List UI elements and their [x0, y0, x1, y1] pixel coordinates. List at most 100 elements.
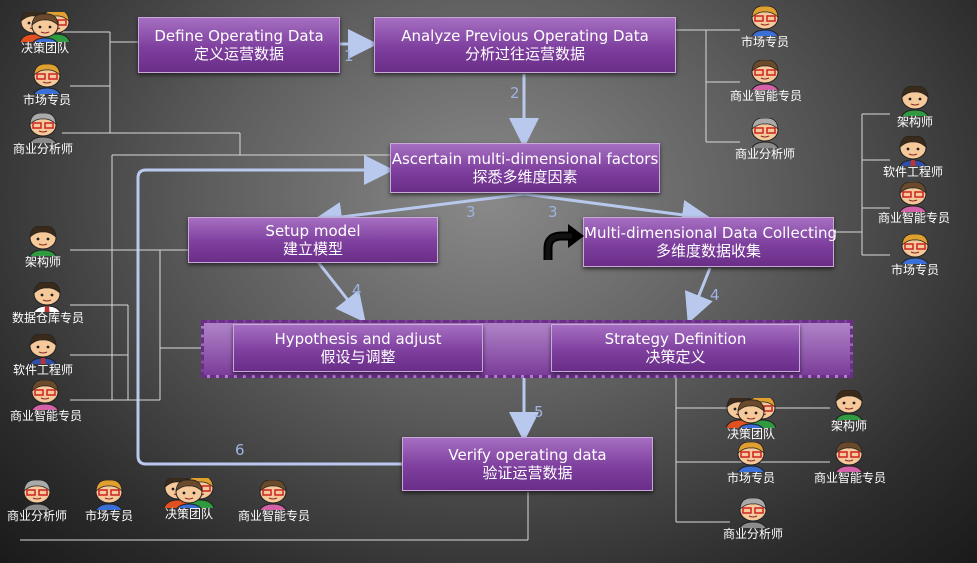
role-label: 数据仓库专员	[12, 311, 85, 325]
define-operating-data-box: Define Operating Data 定义运营数据	[138, 17, 340, 73]
person-icon	[31, 380, 59, 410]
box-label-en: Define Operating Data	[154, 26, 324, 45]
person-icon	[901, 86, 929, 116]
role-bi: 商业智能专员	[238, 480, 311, 523]
role-label: 架构师	[24, 255, 61, 269]
role-label: 商业智能专员	[814, 471, 887, 485]
person-icon	[901, 234, 929, 264]
person-icon	[751, 118, 779, 148]
person-icon	[29, 113, 57, 143]
role-label: 市场专员	[740, 35, 789, 49]
role-label: 商业分析师	[722, 527, 783, 541]
role-engineer: 软件工程师	[8, 334, 78, 377]
ascertain-factors-box: Ascertain multi-dimensional factors 探悉多维…	[390, 143, 660, 193]
person-icon	[739, 498, 767, 528]
role-bi: 商业智能专员	[730, 60, 803, 103]
role-label: 决策团队	[20, 41, 69, 55]
person-icon	[164, 478, 214, 508]
role-marketing: 市场专员	[74, 480, 144, 523]
step-number: 1	[344, 47, 354, 65]
person-icon	[899, 136, 927, 166]
analyze-previous-data-box: Analyze Previous Operating Data 分析过往运营数据	[374, 17, 676, 73]
role-bi: 商业智能专员	[10, 380, 83, 423]
step-number: 4	[710, 286, 720, 304]
role-label: 商业分析师	[12, 142, 73, 156]
box-label-zh: 假设与调整	[320, 347, 396, 366]
role-engineer: 软件工程师	[878, 136, 948, 179]
box-label-en: Verify operating data	[448, 445, 607, 464]
box-label-en: Setup model	[265, 221, 361, 240]
role-label: 决策团队	[164, 507, 213, 521]
box-label-en: Analyze Previous Operating Data	[401, 26, 649, 45]
person-icon	[751, 6, 779, 36]
person-icon	[33, 282, 61, 312]
box-label-en: Multi-dimensional Data Collecting	[584, 223, 838, 242]
step-number: 2	[510, 84, 520, 102]
step-number: 3	[548, 203, 558, 221]
person-icon	[751, 60, 779, 90]
person-icon	[95, 480, 123, 510]
role-label: 架构师	[896, 115, 933, 129]
role-label: 市场专员	[22, 93, 71, 107]
strategy-definition-box: Strategy Definition 决策定义	[551, 324, 800, 372]
role-analyst: 商业分析师	[718, 498, 788, 541]
person-icon	[737, 442, 765, 472]
role-analyst: 商业分析师	[2, 480, 72, 523]
role-label: 商业分析师	[734, 147, 795, 161]
role-bi: 商业智能专员	[814, 442, 887, 485]
box-label-en: Hypothesis and adjust	[274, 329, 442, 348]
box-label-en: Strategy Definition	[604, 329, 747, 348]
setup-model-box: Setup model 建立模型	[188, 217, 438, 263]
step-number: 5	[534, 403, 544, 421]
role-architect: 架构师	[880, 86, 950, 129]
role-architect: 架构师	[814, 390, 884, 433]
role-analyst: 商业分析师	[730, 118, 800, 161]
role-decision-team: 决策团队	[154, 478, 224, 521]
role-label: 市场专员	[726, 471, 775, 485]
role-label: 市场专员	[890, 263, 939, 277]
person-icon	[23, 480, 51, 510]
role-label: 商业智能专员	[10, 409, 83, 423]
person-icon	[835, 390, 863, 420]
box-label-zh: 验证运营数据	[482, 463, 573, 482]
box-label-zh: 定义运营数据	[193, 44, 284, 63]
role-marketing: 市场专员	[880, 234, 950, 277]
role-label: 商业智能专员	[238, 509, 311, 523]
step-number: 6	[235, 441, 245, 459]
role-label: 商业智能专员	[878, 211, 951, 225]
box-label-en: Ascertain multi-dimensional factors	[391, 149, 659, 168]
person-icon	[259, 480, 287, 510]
role-analyst: 商业分析师	[8, 113, 78, 156]
person-icon	[29, 334, 57, 364]
step-number: 4	[352, 281, 362, 299]
role-architect: 架构师	[8, 226, 78, 269]
person-icon	[726, 398, 776, 428]
box-label-zh: 探悉多维度因素	[472, 167, 578, 186]
role-bi: 商业智能专员	[878, 182, 951, 225]
box-label-zh: 分析过往运营数据	[464, 44, 585, 63]
hypothesis-adjust-box: Hypothesis and adjust 假设与调整	[233, 324, 483, 372]
role-label: 决策团队	[726, 427, 775, 441]
role-label: 软件工程师	[12, 363, 73, 377]
role-decision-team: 决策团队	[10, 12, 80, 55]
data-collecting-box: Multi-dimensional Data Collecting 多维度数据收…	[583, 217, 838, 267]
box-label-zh: 决策定义	[645, 347, 706, 366]
person-icon	[835, 442, 863, 472]
role-dw: 数据仓库专员	[12, 282, 85, 325]
person-icon	[899, 182, 927, 212]
step-number: 3	[466, 203, 476, 221]
role-marketing: 市场专员	[716, 442, 786, 485]
role-decision-team: 决策团队	[716, 398, 786, 441]
verify-operating-data-box: Verify operating data 验证运营数据	[402, 437, 653, 491]
role-label: 商业智能专员	[730, 89, 803, 103]
person-icon	[29, 226, 57, 256]
person-icon	[20, 12, 70, 42]
box-label-zh: 多维度数据收集	[655, 241, 761, 260]
box-label-zh: 建立模型	[282, 239, 343, 258]
role-marketing: 市场专员	[730, 6, 800, 49]
role-marketing: 市场专员	[12, 64, 82, 107]
role-label: 市场专员	[84, 509, 133, 523]
person-icon	[33, 64, 61, 94]
refresh-arrow-icon	[543, 224, 584, 260]
